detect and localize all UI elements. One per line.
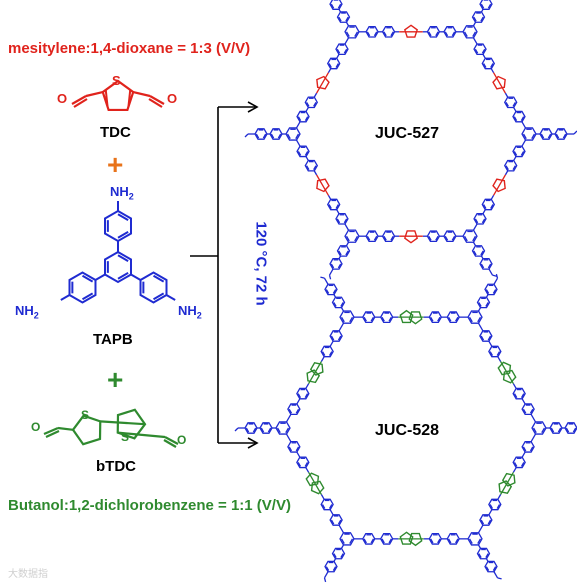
tapb-amine-left: NH2 [15, 303, 39, 321]
juc-528-label: JUC-528 [375, 422, 440, 439]
btdc-oxygen-right: O [177, 433, 187, 447]
tapb-amine-top: NH2 [110, 184, 134, 202]
juc-527-framework [244, 0, 577, 280]
watermark: 大数据指 [8, 569, 48, 580]
juc-528-framework [234, 273, 577, 583]
tdc-structure [71, 79, 165, 112]
reaction-arrow [190, 101, 259, 449]
btdc-structure [43, 408, 179, 448]
plus-sign-orange: + [107, 149, 124, 180]
tdc-sulfur: S [112, 73, 121, 88]
plus-sign-green: + [107, 364, 124, 395]
btdc-label: bTDC [96, 458, 136, 475]
btdc-sulfur-right: S [121, 430, 130, 444]
tapb-structure [60, 201, 176, 304]
tdc-label: TDC [100, 124, 131, 141]
tapb-label: TAPB [93, 331, 133, 348]
btdc-sulfur-left: S [81, 408, 90, 422]
reaction-conditions: 120 °C, 72 h [252, 221, 270, 306]
tapb-amine-right: NH2 [178, 303, 202, 321]
btdc-oxygen-left: O [31, 420, 41, 434]
tdc-oxygen-left: O [57, 91, 68, 106]
tdc-oxygen-right: O [167, 91, 178, 106]
tdc-solvent-condition: mesitylene:1,4-dioxane = 1:3 (V/V) [8, 40, 251, 57]
btdc-solvent-condition: Butanol:1,2-dichlorobenzene = 1:1 (V/V) [8, 497, 291, 514]
juc-527-label: JUC-527 [375, 125, 440, 142]
